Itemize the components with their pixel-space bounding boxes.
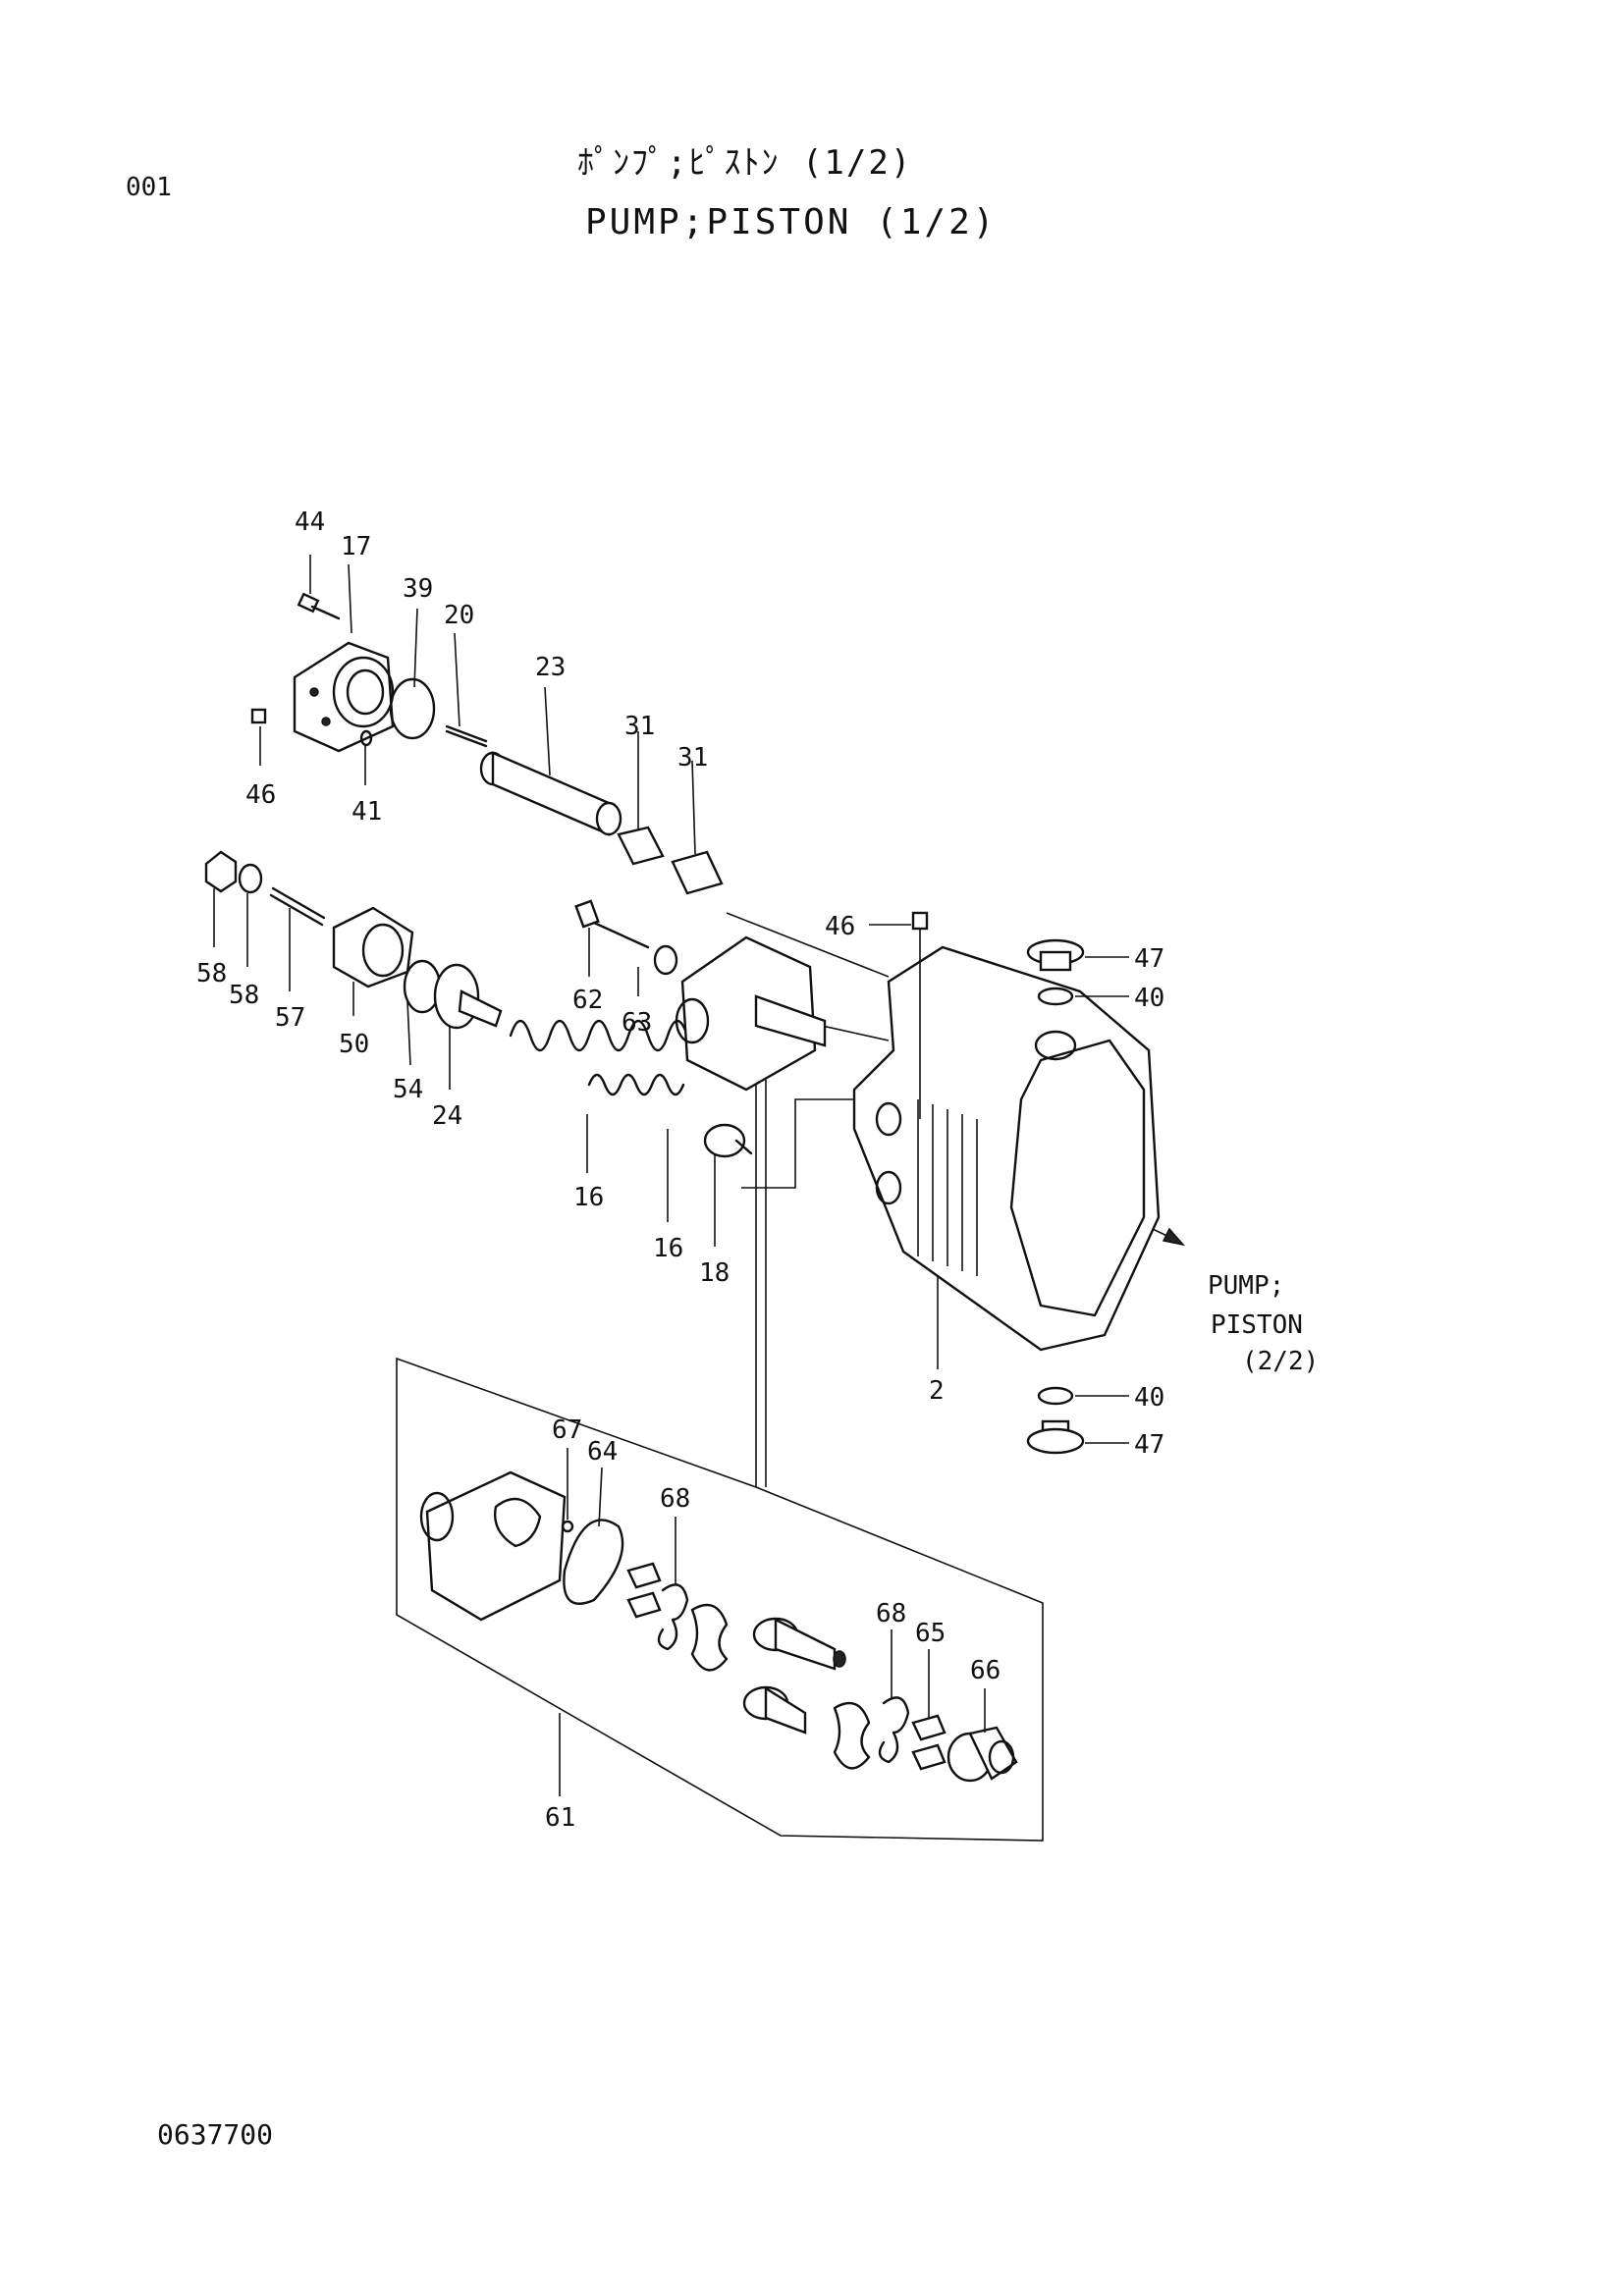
part-17-cover xyxy=(293,641,395,753)
part-23-spool xyxy=(479,751,622,836)
callout-67: 67 xyxy=(552,1415,582,1445)
part-46-plug-housing xyxy=(911,911,929,1119)
callout-24: 24 xyxy=(432,1101,462,1131)
leader xyxy=(598,1467,603,1527)
part-50-adjuster xyxy=(332,906,414,988)
callout-40b: 40 xyxy=(1134,1383,1164,1413)
leader xyxy=(691,760,696,855)
callout-64: 64 xyxy=(587,1437,618,1467)
page-code: 001 xyxy=(126,173,172,202)
document-number: 0637700 xyxy=(157,2118,274,2151)
part-31-sleeve xyxy=(617,826,724,895)
callout-44: 44 xyxy=(295,507,325,537)
leader xyxy=(413,608,418,688)
callout-61: 61 xyxy=(545,1803,575,1833)
callout-2: 2 xyxy=(929,1376,945,1406)
callout-47a: 47 xyxy=(1134,944,1164,974)
title-japanese: ﾎﾟﾝﾌﾟ;ﾋﾟｽﾄﾝ (1/2) xyxy=(577,143,913,183)
cross-ref-line1: PUMP; xyxy=(1208,1271,1284,1301)
part-61-gear-pump-cover xyxy=(419,1470,567,1622)
part-44-bolt xyxy=(297,592,341,620)
callout-41: 41 xyxy=(352,797,382,827)
callout-46a: 46 xyxy=(245,780,276,810)
part-63-washer xyxy=(653,944,678,976)
callout-23: 23 xyxy=(535,653,566,682)
callout-62: 62 xyxy=(572,986,603,1015)
part-16-inner-spring xyxy=(587,1073,685,1096)
callout-16b: 16 xyxy=(653,1234,683,1263)
part-46-plug xyxy=(250,708,267,724)
title-english: PUMP;PISTON (1/2) xyxy=(585,202,998,242)
callout-40a: 40 xyxy=(1134,984,1164,1013)
part-64-seal xyxy=(563,1519,624,1605)
callout-20: 20 xyxy=(444,601,474,630)
callout-57: 57 xyxy=(275,1003,305,1033)
callout-50: 50 xyxy=(339,1030,369,1059)
callout-47b: 47 xyxy=(1134,1430,1164,1460)
part-47-plug-top xyxy=(1026,938,1085,972)
leader xyxy=(454,632,460,727)
drive-gear xyxy=(752,1617,846,1671)
assembly-line xyxy=(726,912,890,978)
part-41-oring xyxy=(359,729,373,747)
callout-46b: 46 xyxy=(825,912,855,941)
part-2-pump-housing xyxy=(852,945,1161,1352)
callout-68b: 68 xyxy=(876,1599,906,1629)
callout-16a: 16 xyxy=(573,1183,604,1212)
leader xyxy=(406,1000,411,1066)
part-57-stud xyxy=(269,886,326,927)
callout-31b: 31 xyxy=(677,743,708,773)
callout-54: 54 xyxy=(393,1075,423,1104)
callout-63: 63 xyxy=(622,1008,652,1038)
output-arrow-head xyxy=(1162,1227,1186,1247)
leader xyxy=(544,686,551,776)
part-66-coupling xyxy=(947,1726,1018,1783)
leader xyxy=(348,563,352,634)
callout-58b: 58 xyxy=(229,981,259,1010)
callout-65: 65 xyxy=(915,1619,946,1648)
part-40-oring-top xyxy=(1037,987,1074,1006)
callout-31a: 31 xyxy=(624,712,655,741)
part-39-oring xyxy=(389,677,436,740)
cross-ref-line3: (2/2) xyxy=(1242,1347,1319,1376)
callout-18: 18 xyxy=(699,1258,730,1288)
part-58-nut xyxy=(204,850,238,893)
part-62-bolt xyxy=(574,899,650,949)
callout-58a: 58 xyxy=(196,959,227,988)
gear-plates xyxy=(690,1603,871,1770)
cross-ref-line2: PISTON xyxy=(1211,1310,1303,1340)
part-65-bushings xyxy=(626,1562,947,1771)
part-67-pin xyxy=(561,1520,574,1533)
part-47-plug-bottom xyxy=(1026,1419,1085,1455)
part-68-clip xyxy=(657,1583,910,1764)
part-20-screw xyxy=(445,724,488,748)
driven-gear xyxy=(742,1685,807,1735)
callout-39: 39 xyxy=(403,574,433,604)
pump-cover-flange xyxy=(675,935,827,1092)
callout-66: 66 xyxy=(970,1656,1001,1685)
part-58-washer xyxy=(238,863,263,894)
part-18-spring-seat xyxy=(703,1123,753,1158)
part-40-oring-bottom xyxy=(1037,1386,1074,1406)
callout-68a: 68 xyxy=(660,1484,690,1514)
assembly-line xyxy=(741,1098,854,1189)
callout-17: 17 xyxy=(341,532,371,561)
part-24-spring-seat xyxy=(433,963,503,1030)
